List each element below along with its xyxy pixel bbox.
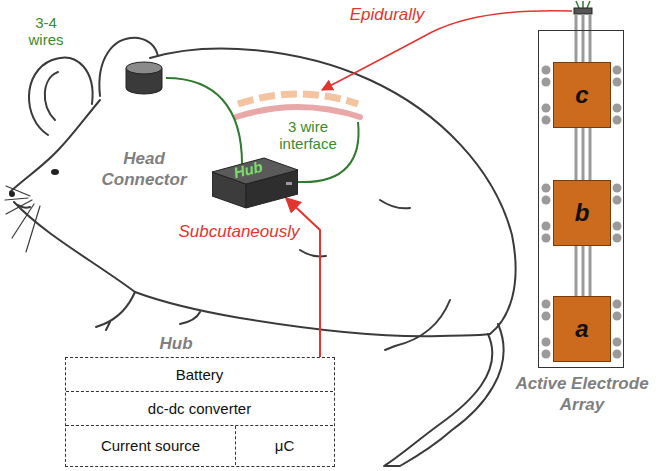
electrode-pad [613,338,622,347]
interface-label: 3 wire interface [272,118,344,153]
electrode-pad [542,196,551,205]
placement-label: Subcutaneously [176,222,302,242]
block-row: dc-dc converter [66,392,333,426]
block-row: Battery [66,358,333,392]
heading-label: Hub [66,333,286,354]
connector-top [126,62,162,74]
electrode-pad [613,66,622,75]
rat-ear-inner [45,72,58,120]
electrode-pad [613,78,622,87]
electrode-pad [613,184,622,193]
node-label: μC [275,437,294,454]
node-label: Battery [176,366,224,383]
hub-port [286,182,292,185]
connector-shape [122,58,166,98]
hub-block-diagram: HubBatterydc-dc converterCurrent sourceμ… [65,357,335,467]
heading-label: Active Electrode Array [507,373,657,416]
rat-hind-leg [385,300,450,350]
electrode-pad [613,234,622,243]
electrode-chip: a [553,296,611,362]
block-cell: Current source [66,426,236,465]
array-connector [574,8,592,14]
electrode-pad [613,104,622,113]
epidural-strip-base [236,107,360,117]
wire-count-label: 3-4 wires [20,14,72,49]
electrode-chip: b [553,180,611,246]
rat-whiskers [5,186,40,252]
electrode-pad [542,338,551,347]
electrode-pad [613,222,622,231]
electrode-pad [613,312,622,321]
hub-box: Hub [212,156,298,210]
rat-back [150,49,516,334]
placement-label: Epidurally [345,5,429,25]
node-label: b [575,199,590,227]
electrode-pad [542,78,551,87]
node-label: dc-dc converter [148,400,251,417]
electrode-pad [542,66,551,75]
node-label: c [575,81,588,109]
rat-belly [135,292,490,336]
electrode-pad [542,222,551,231]
rat-tail [384,324,504,466]
electrode-pad [613,196,622,205]
rat-eye [51,169,59,175]
rat-front-leg [180,312,200,324]
electrode-pad [613,116,622,125]
electrode-pad [542,116,551,125]
node-label: a [575,315,588,343]
block-cell: μC [236,426,333,465]
heading-label: Head Connector [91,148,197,191]
electrode-pad [613,350,622,359]
epidural-electrode-strip [238,94,358,104]
electrode-pad [542,312,551,321]
rat-front-leg [96,292,135,330]
rat-snout [10,100,100,192]
electrode-pad [542,234,551,243]
rat-nose [9,191,15,197]
electrode-pad [542,104,551,113]
array-lead-wires [576,1,590,8]
electrode-chip: c [553,62,611,128]
rat-chin [14,202,135,292]
head-connector: Head Connector [122,58,166,98]
electrode-pad [542,300,551,309]
electrode-pad [542,350,551,359]
rat-ear [29,58,93,135]
electrode-pad [542,184,551,193]
node-label: Current source [101,437,200,454]
electrode-pad [613,300,622,309]
electrode-array: Active Electrode Arraycba [538,30,624,368]
